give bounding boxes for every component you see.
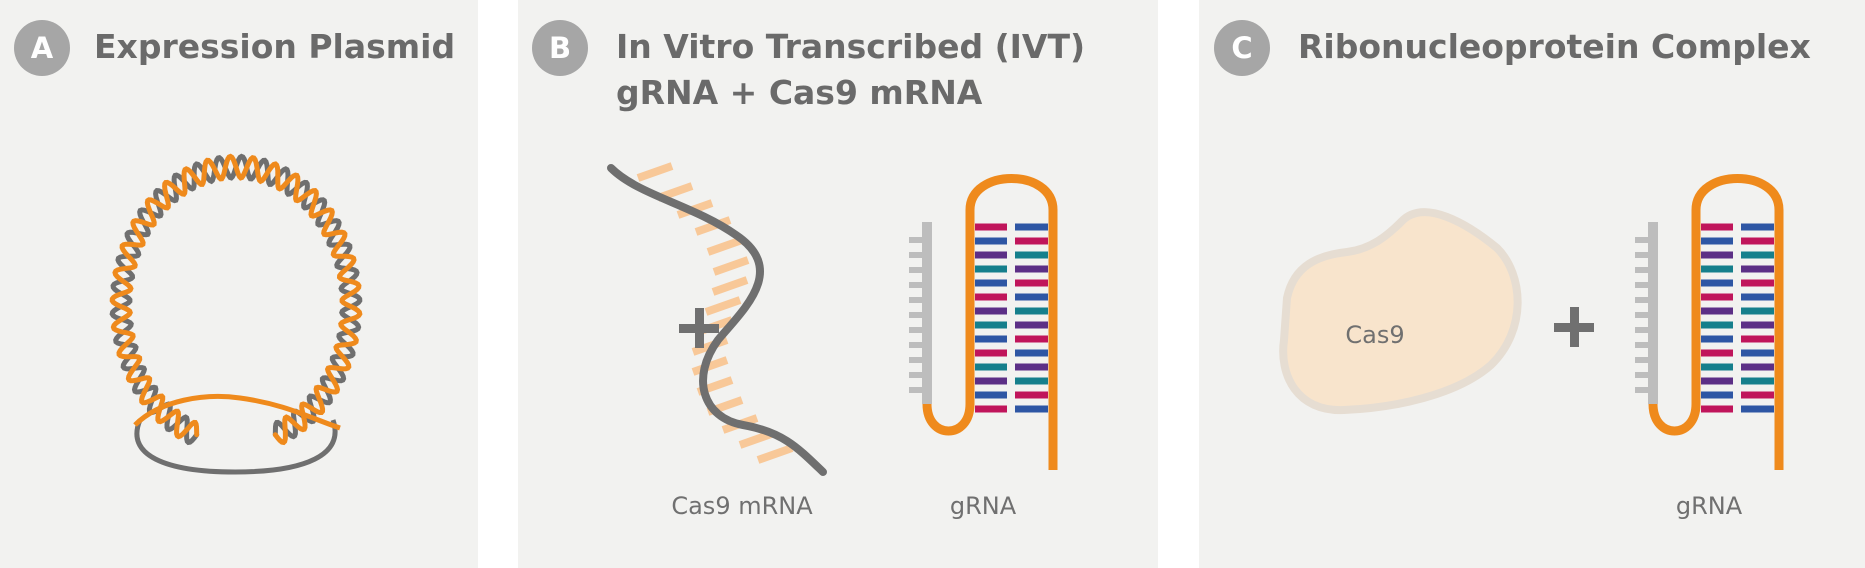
grna-structure (909, 174, 1058, 470)
grna-hairpin-strand (1648, 174, 1784, 470)
mrna-base-tick (712, 256, 750, 276)
panel-c-badge: C (1214, 20, 1270, 76)
panel-a-badge: A (14, 20, 70, 76)
mrna-base-tick (694, 216, 732, 236)
mrna-base-tick (636, 162, 674, 182)
cas9-protein-label: Cas9 (1345, 321, 1404, 349)
cas9-mrna-strand (607, 164, 827, 476)
grna-structure (1635, 174, 1784, 470)
grna-label: gRNA (950, 492, 1017, 520)
panel-rnp-complex: C Ribonucleoprotein Complex Cas9 gRNA (1199, 0, 1865, 568)
panel-a-title-line-1: Expression Plasmid (94, 27, 456, 66)
panel-b-title: In Vitro Transcribed (IVT) gRNA + Cas9 m… (616, 24, 1085, 116)
panel-c-title: Ribonucleoprotein Complex (1298, 24, 1811, 70)
rnp-illustration: Cas9 gRNA (1279, 174, 1784, 520)
panel-expression-plasmid: A Expression Plasmid (0, 0, 478, 568)
panel-ivt: B In Vitro Transcribed (IVT) gRNA + Cas9… (518, 0, 1158, 568)
panel-b-badge: B (532, 20, 588, 76)
grna-hairpin-strand (922, 174, 1058, 470)
plasmid-orange-strand (109, 153, 363, 446)
plasmid-backbone-loop (134, 419, 338, 475)
panel-b-title-line-2: gRNA + Cas9 mRNA (616, 73, 983, 112)
mrna-base-tick (711, 276, 749, 296)
grna-label: gRNA (1676, 492, 1743, 520)
panel-a-title: Expression Plasmid (94, 24, 455, 70)
plasmid-insert-strand (133, 393, 341, 431)
mrna-base-tick (704, 296, 742, 316)
cas9-protein-blob (1279, 208, 1522, 415)
plus-sign (1554, 307, 1594, 347)
mrna-base-tick (756, 444, 794, 464)
ivt-illustration: Cas9 mRNA gRNA (607, 162, 1058, 520)
mrna-base-tick (706, 236, 744, 256)
plasmid-illustration (109, 153, 363, 475)
panel-b-title-line-1: In Vitro Transcribed (IVT) (616, 27, 1086, 66)
plus-sign (679, 308, 719, 348)
panel-c-title-line-1: Ribonucleoprotein Complex (1298, 27, 1811, 66)
mrna-base-tick (691, 356, 729, 376)
cas9-mrna-label: Cas9 mRNA (671, 492, 813, 520)
